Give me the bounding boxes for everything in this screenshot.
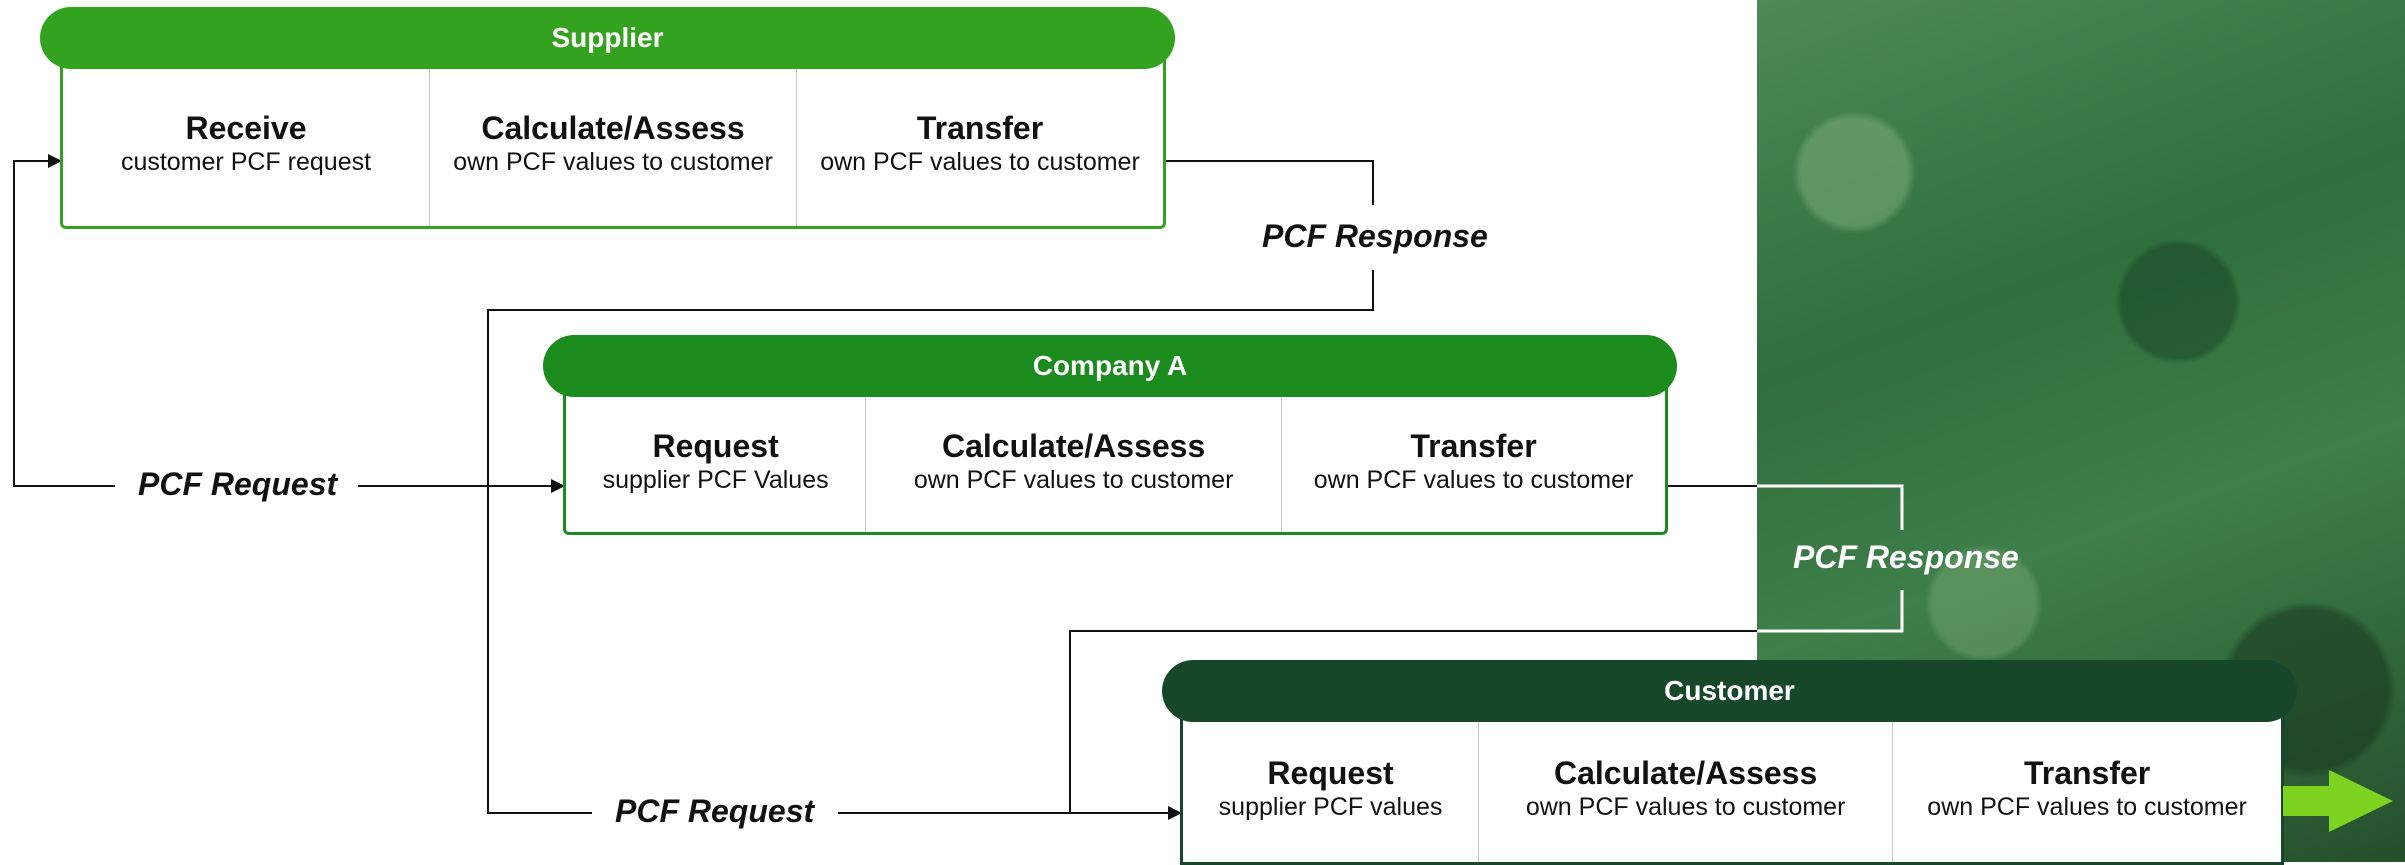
step-verb: Transfer [2023, 755, 2151, 791]
step-verb: Receive [185, 109, 307, 146]
step-verb: Calculate/Assess [941, 427, 1206, 464]
flow-label-pcf-response-1: PCF Response [1262, 218, 1488, 254]
connector-response2-to-customer [1069, 630, 1757, 813]
customer-steps: Request supplier PCF values Calculate/As… [1180, 700, 2284, 865]
customer-step-calculate: Calculate/Assess own PCF values to custo… [1478, 700, 1892, 862]
connector-request1-to-supplier [13, 154, 115, 487]
company-a-step-request: Request supplier PCF Values [566, 375, 865, 532]
company-a-title: Company A [543, 335, 1677, 397]
connector-company-a-response-forest [1757, 484, 1904, 530]
supplier-step-transfer: Transfer own PCF values to customer [796, 45, 1163, 226]
flow-label-pcf-request-1: PCF Request [138, 466, 338, 502]
step-verb: Calculate/Assess [481, 109, 745, 146]
step-verb: Request [652, 427, 779, 464]
flow-label-pcf-request-2: PCF Request [615, 793, 815, 829]
step-object: supplier PCF Values [602, 465, 829, 494]
supplier-step-calculate: Calculate/Assess own PCF values to custo… [429, 45, 796, 226]
customer-step-request: Request supplier PCF values [1183, 700, 1478, 862]
step-object: customer PCF request [120, 147, 372, 176]
supplier-title: Supplier [40, 7, 1175, 69]
step-object: own PCF values to customer [820, 147, 1140, 176]
step-verb: Request [1267, 755, 1394, 791]
step-verb: Calculate/Assess [1554, 755, 1818, 791]
step-object: own PCF values to customer [1927, 793, 2247, 821]
flow-label-pcf-response-2: PCF Response [1793, 539, 2019, 575]
connector-response-to-customer-request [487, 270, 1374, 814]
company-a-step-calculate: Calculate/Assess own PCF values to custo… [865, 375, 1281, 532]
connector-response2-forest [1757, 590, 1904, 633]
step-verb: Transfer [1410, 427, 1537, 464]
arrow-right-icon [2283, 770, 2393, 832]
step-object: own PCF values to customer [1313, 465, 1634, 494]
company-a-step-transfer: Transfer own PCF values to customer [1281, 375, 1665, 532]
step-object: own PCF values to customer [913, 465, 1234, 494]
company-a-steps: Request supplier PCF Values Calculate/As… [563, 375, 1668, 535]
step-object: supplier PCF values [1218, 793, 1443, 821]
step-verb: Transfer [916, 109, 1044, 146]
connector-supplier-response [1163, 160, 1374, 205]
customer-title: Customer [1162, 660, 2297, 722]
step-object: own PCF values to customer [453, 147, 773, 176]
supplier-step-receive: Receive customer PCF request [63, 45, 429, 226]
supplier-steps: Receive customer PCF request Calculate/A… [60, 45, 1166, 229]
customer-step-transfer: Transfer own PCF values to customer [1892, 700, 2281, 862]
step-object: own PCF values to customer [1525, 793, 1846, 821]
